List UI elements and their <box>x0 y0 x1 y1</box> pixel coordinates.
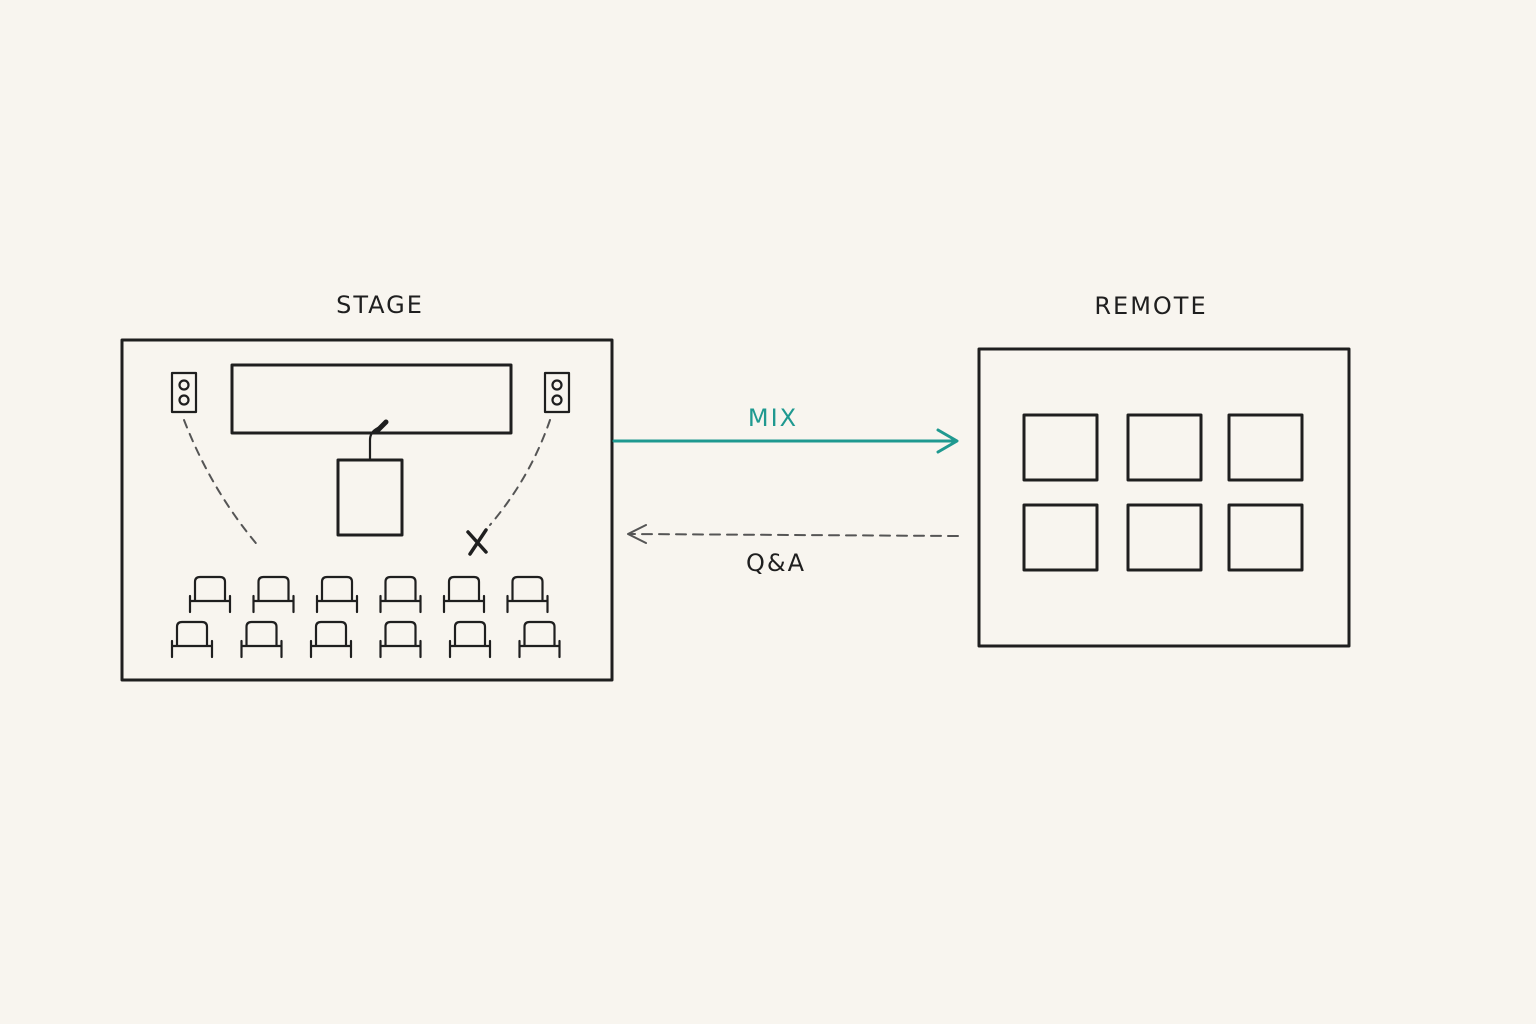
remote-title: REMOTE <box>1094 292 1207 320</box>
mix-label: MIX <box>748 404 798 432</box>
seat-icon <box>379 620 422 659</box>
participant-tile <box>1126 413 1203 482</box>
seat-icon <box>252 575 295 614</box>
projection-screen <box>230 363 513 435</box>
stage-title: STAGE <box>336 291 424 319</box>
participant-tile <box>1227 503 1304 572</box>
seat-icon <box>315 575 359 614</box>
right-speaker-icon <box>543 371 571 414</box>
x-mark-icon <box>466 528 488 556</box>
right-speaker-coverage-line <box>489 419 551 526</box>
audience-seats <box>170 575 561 659</box>
participant-tile <box>1227 413 1304 482</box>
seat-icon <box>240 620 283 659</box>
seat-icon <box>448 620 492 659</box>
qa-arrow-line <box>629 533 959 537</box>
stage-panel: STAGE <box>120 291 614 682</box>
seat-icon <box>379 575 422 614</box>
seat-icon <box>518 620 561 659</box>
qa-connection: Q&A <box>627 524 959 577</box>
left-speaker-coverage-line <box>183 419 261 549</box>
mix-arrowhead-icon <box>936 428 959 454</box>
seat-icon <box>442 575 486 614</box>
seat-icon <box>170 620 214 659</box>
remote-panel: REMOTE <box>977 292 1351 648</box>
remote-participant-grid <box>1022 413 1304 572</box>
podium-icon <box>336 419 404 537</box>
mix-connection: MIX <box>612 404 959 454</box>
remote-frame <box>977 347 1351 648</box>
stage-frame <box>120 338 614 682</box>
seat-icon <box>188 575 232 614</box>
left-speaker-icon <box>170 371 198 414</box>
participant-tile <box>1022 503 1099 572</box>
qa-arrowhead-icon <box>627 524 647 544</box>
participant-tile <box>1126 503 1203 572</box>
participant-tile <box>1022 413 1099 482</box>
seat-icon <box>309 620 353 659</box>
seat-icon <box>506 575 549 614</box>
qa-label: Q&A <box>746 549 806 577</box>
